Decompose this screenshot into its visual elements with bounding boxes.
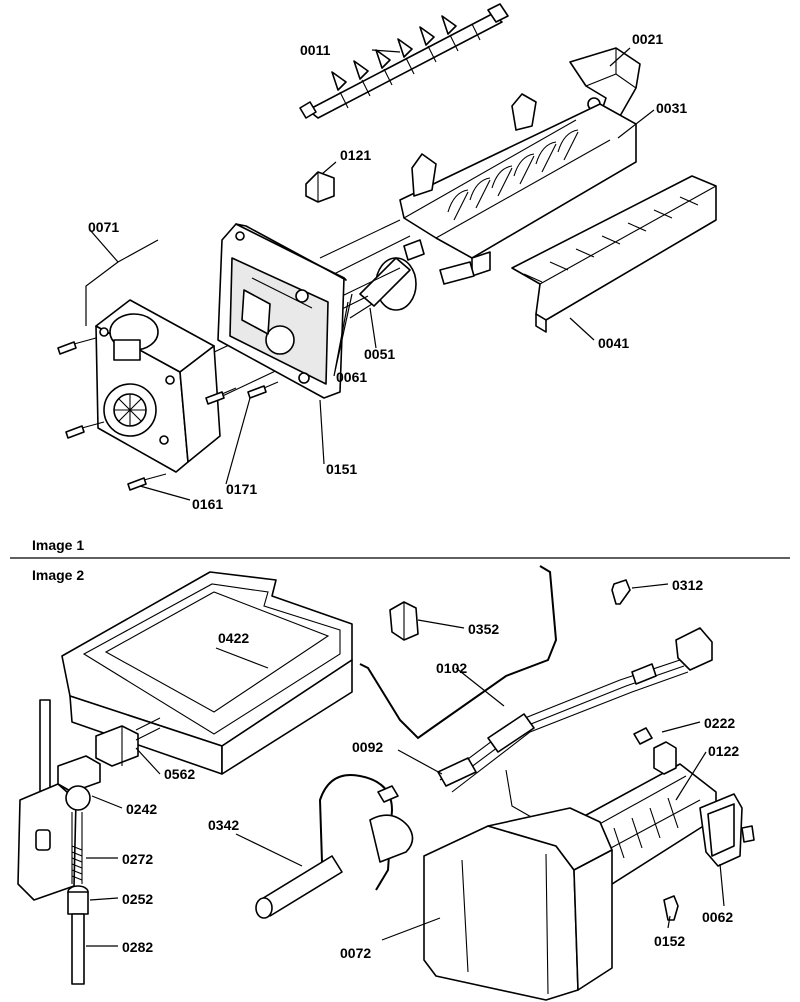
callout-label: 0031 bbox=[656, 100, 687, 116]
small-screw bbox=[611, 579, 631, 605]
callout-label: 0312 bbox=[672, 577, 703, 593]
image-1-assembly bbox=[57, 3, 717, 501]
water-fill-tube bbox=[255, 774, 414, 919]
callout-label: 0121 bbox=[340, 147, 371, 163]
callout-label: 0151 bbox=[326, 461, 357, 477]
callout-label: 0272 bbox=[122, 851, 153, 867]
callout-label: 0072 bbox=[340, 945, 371, 961]
cord-clip bbox=[389, 601, 419, 641]
image-2-leaders bbox=[86, 583, 725, 947]
callout-label: 0252 bbox=[122, 891, 153, 907]
callout-label: 0092 bbox=[352, 739, 383, 755]
bin-thermostat bbox=[95, 717, 161, 767]
callout-label: 0152 bbox=[654, 933, 685, 949]
callout-labels: 0011 0021 0031 0121 0071 0041 0051 0061 … bbox=[88, 31, 739, 961]
ice-maker-front-cover bbox=[423, 807, 613, 1001]
callout-label: 0051 bbox=[364, 346, 395, 362]
callout-label: 0422 bbox=[218, 630, 249, 646]
callout-label: 0242 bbox=[126, 801, 157, 817]
fill-wire bbox=[359, 565, 558, 740]
callout-label: 0342 bbox=[208, 817, 239, 833]
ice-mold-tray bbox=[399, 93, 637, 277]
callout-label: 0021 bbox=[632, 31, 663, 47]
callout-label: 0122 bbox=[708, 743, 739, 759]
callout-label: 0011 bbox=[300, 42, 331, 58]
thermostat bbox=[339, 239, 475, 319]
ejector-shaft bbox=[299, 3, 509, 119]
image-1-leaders bbox=[85, 47, 655, 501]
motor-housing bbox=[95, 299, 221, 473]
mounting-plate bbox=[217, 223, 347, 399]
callout-label: 0352 bbox=[468, 621, 499, 637]
callout-label: 0562 bbox=[164, 766, 195, 782]
callout-label: 0161 bbox=[192, 496, 223, 512]
screws bbox=[57, 337, 279, 491]
clip bbox=[305, 171, 335, 203]
callout-label: 0062 bbox=[702, 909, 733, 925]
callout-label: 0041 bbox=[598, 335, 629, 351]
water-valve bbox=[17, 699, 101, 985]
image-2-assembly bbox=[17, 565, 755, 1001]
front-cover bbox=[511, 175, 717, 333]
callout-label: 0102 bbox=[436, 660, 467, 676]
callout-label: 0171 bbox=[226, 481, 257, 497]
callout-label: 0071 bbox=[88, 219, 119, 235]
callout-label: 0222 bbox=[704, 715, 735, 731]
section-label-image-2: Image 2 bbox=[32, 567, 84, 583]
wiring-harness bbox=[437, 627, 713, 823]
callout-label: 0282 bbox=[122, 939, 153, 955]
section-labels: Image 1 Image 2 bbox=[32, 537, 84, 583]
ice-bin bbox=[61, 571, 353, 775]
callout-label: 0061 bbox=[336, 369, 367, 385]
section-label-image-1: Image 1 bbox=[32, 537, 84, 553]
